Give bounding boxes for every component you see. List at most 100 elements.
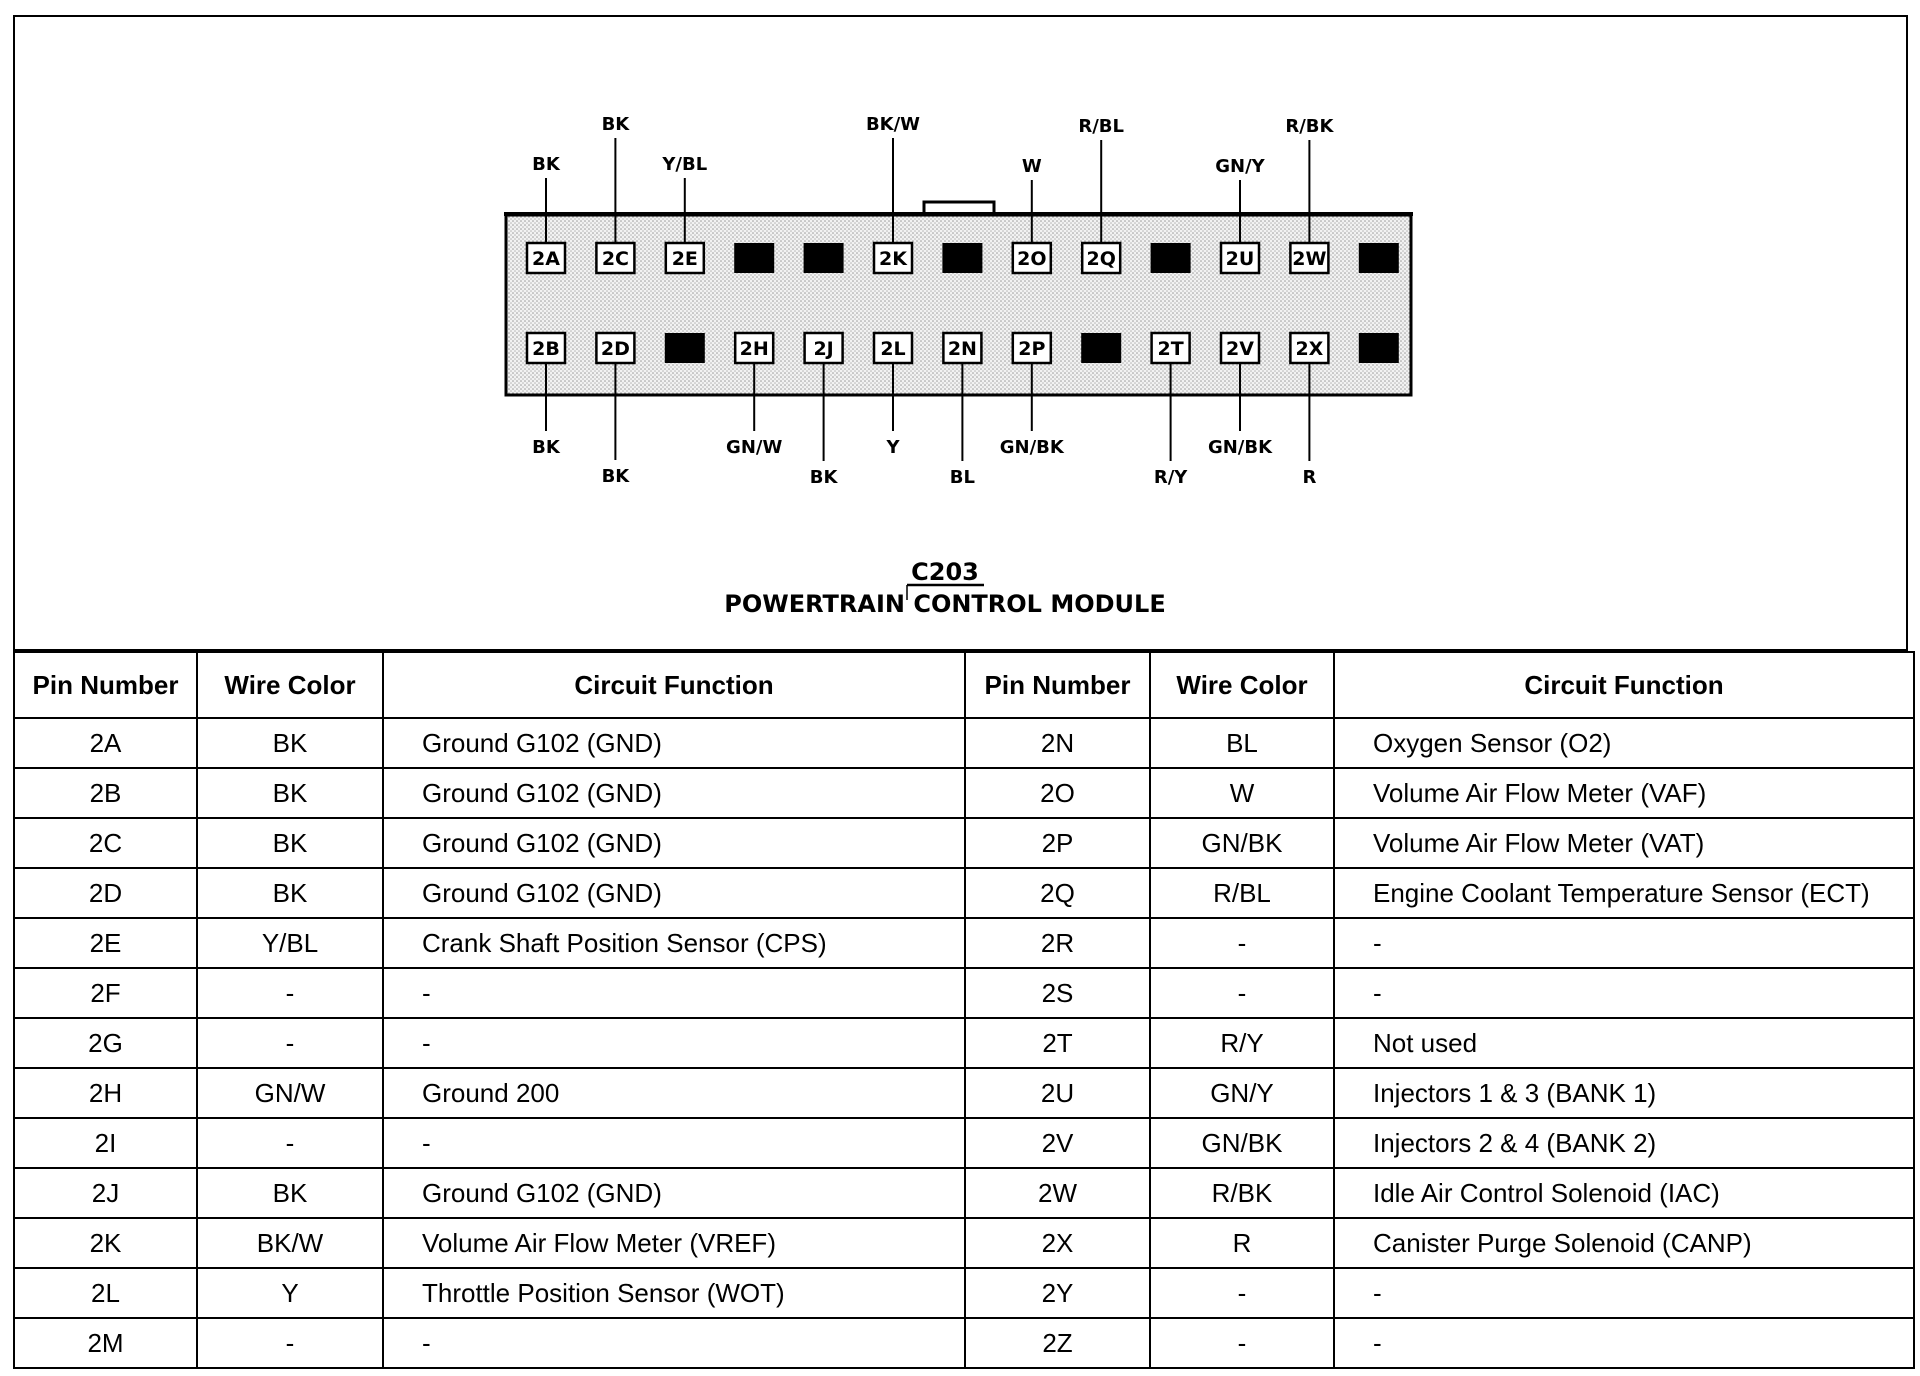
circuit-function-cell: Volume Air Flow Meter (VAT) <box>1333 817 1915 869</box>
wire-color-cell: - <box>1149 1267 1335 1319</box>
circuit-function-cell: Ground G102 (GND) <box>382 867 966 919</box>
circuit-function-cell: Not used <box>1333 1017 1915 1069</box>
wire-color-cell: GN/BK <box>1149 1117 1335 1169</box>
pin-number-cell: 2T <box>964 1017 1151 1069</box>
pin-label: 2P <box>1018 338 1045 360</box>
wire-color-cell: R <box>1149 1217 1335 1269</box>
wire-color-cell: Y <box>196 1267 384 1319</box>
table-header-row: Pin Number Wire Color Circuit Function P… <box>13 651 1915 719</box>
wire-color-cell: R/Y <box>1149 1017 1335 1069</box>
pin-label: 2B <box>532 338 560 360</box>
pin-number-cell: 2L <box>13 1267 198 1319</box>
pin-label: 2E <box>672 248 698 270</box>
wire-color-label: Y/BL <box>661 154 707 175</box>
wire-color-label: BK/W <box>866 114 920 135</box>
wire-color-cell: GN/BK <box>1149 817 1335 869</box>
circuit-function-cell: - <box>1333 1317 1915 1369</box>
pin-number-cell: 2N <box>964 717 1151 769</box>
plugged-cavity <box>664 333 705 363</box>
pin-label: 2W <box>1292 248 1326 270</box>
pin-number-cell: 2K <box>13 1217 198 1269</box>
wire-color-cell: - <box>196 1317 384 1369</box>
plugged-cavity <box>1150 243 1191 273</box>
pin-label: 2X <box>1295 338 1323 360</box>
pin-cavity <box>1219 331 1261 365</box>
plugged-cavity <box>803 243 844 273</box>
circuit-function-cell: Engine Coolant Temperature Sensor (ECT) <box>1333 867 1915 919</box>
wire-color-label: GN/Y <box>1215 156 1265 177</box>
pin-number-cell: 2Q <box>964 867 1151 919</box>
circuit-function-cell: Oxygen Sensor (O2) <box>1333 717 1915 769</box>
circuit-function-cell: - <box>1333 967 1915 1019</box>
pin-label: 2V <box>1226 338 1254 360</box>
wire-color-label: BK <box>602 466 631 487</box>
wire-color-cell: - <box>196 1017 384 1069</box>
pin-number-cell: 2P <box>964 817 1151 869</box>
wire-color-label: R/Y <box>1154 467 1188 488</box>
pin-number-cell: 2I <box>13 1117 198 1169</box>
wire-color-cell: GN/W <box>196 1067 384 1119</box>
pin-number-cell: 2X <box>964 1217 1151 1269</box>
wire-color-cell: BL <box>1149 717 1335 769</box>
circuit-function-cell: - <box>382 1117 966 1169</box>
pin-label: 2T <box>1158 338 1184 360</box>
wire-color-cell: BK <box>196 717 384 769</box>
pin-cavity <box>1080 241 1122 275</box>
pin-number-cell: 2J <box>13 1167 198 1219</box>
pin-number-cell: 2U <box>964 1067 1151 1119</box>
pin-number-cell: 2R <box>964 917 1151 969</box>
header-circuit-function-left: Circuit Function <box>382 651 966 719</box>
circuit-function-cell: Ground G102 (GND) <box>382 1167 966 1219</box>
wire-color-label: R/BL <box>1078 116 1124 137</box>
pin-cavity <box>595 241 636 275</box>
connector-id: C203 <box>911 558 979 586</box>
table-row: 2F--2S-- <box>13 967 1915 1019</box>
circuit-function-cell: Ground G102 (GND) <box>382 717 966 769</box>
pin-number-cell: 2O <box>964 767 1151 819</box>
wire-color-cell: - <box>1149 967 1335 1019</box>
circuit-function-cell: - <box>1333 1267 1915 1319</box>
plugged-cavity <box>734 243 775 273</box>
wire-color-label: R/BK <box>1285 116 1334 137</box>
plugged-cavity <box>1081 333 1122 363</box>
pin-cavity <box>1011 331 1053 365</box>
pin-number-cell: 2C <box>13 817 198 869</box>
pin-label: 2J <box>813 338 833 360</box>
pin-label: 2L <box>880 338 905 360</box>
wire-color-label: BK <box>810 467 839 488</box>
wire-color-label: R <box>1302 467 1316 488</box>
wire-color-cell: BK <box>196 867 384 919</box>
pin-number-cell: 2A <box>13 717 198 769</box>
header-wire-color-right: Wire Color <box>1149 651 1335 719</box>
plugged-cavity <box>942 243 983 273</box>
connector-name: POWERTRAIN CONTROL MODULE <box>724 590 1165 618</box>
pin-number-cell: 2G <box>13 1017 198 1069</box>
wire-color-label: W <box>1022 156 1042 177</box>
circuit-function-cell: Volume Air Flow Meter (VAF) <box>1333 767 1915 819</box>
plugged-cavity <box>1358 333 1399 363</box>
circuit-function-cell: Canister Purge Solenoid (CANP) <box>1333 1217 1915 1269</box>
connector-wires: BKBKY/BLBK/WWR/BLGN/YR/BKBKBKGN/WBKYBLGN… <box>532 114 1334 488</box>
wire-color-cell: R/BK <box>1149 1167 1335 1219</box>
circuit-function-cell: Injectors 2 & 4 (BANK 2) <box>1333 1117 1915 1169</box>
pin-number-cell: 2E <box>13 917 198 969</box>
circuit-function-cell: Ground 200 <box>382 1067 966 1119</box>
pin-number-cell: 2W <box>964 1167 1151 1219</box>
circuit-function-cell: Injectors 1 & 3 (BANK 1) <box>1333 1067 1915 1119</box>
connector-title: C203 POWERTRAIN CONTROL MODULE <box>724 558 1165 618</box>
pin-cavity <box>872 241 914 275</box>
header-wire-color-left: Wire Color <box>196 651 384 719</box>
pin-label: 2U <box>1226 248 1255 270</box>
plugged-cavity <box>1358 243 1399 273</box>
wire-color-cell: - <box>1149 917 1335 969</box>
wire-color-label: GN/BK <box>1208 437 1273 458</box>
wire-color-label: BK <box>532 154 561 175</box>
circuit-function-cell: Ground G102 (GND) <box>382 767 966 819</box>
wire-color-cell: BK <box>196 767 384 819</box>
